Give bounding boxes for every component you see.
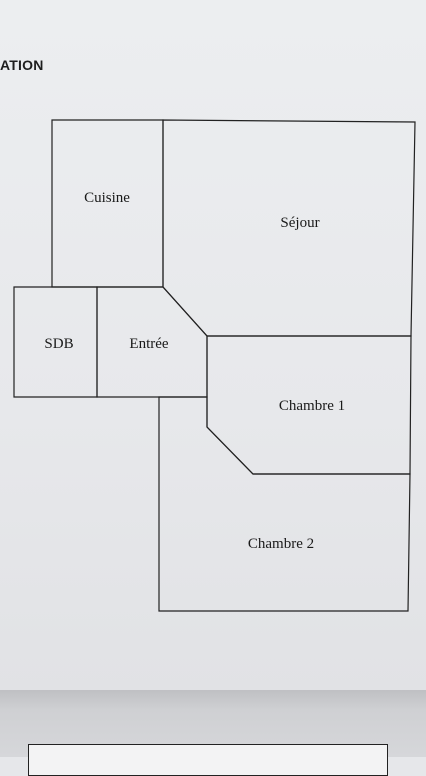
floor-plan: Cuisine Séjour SDB Entrée Chambre 1 Cham… bbox=[13, 119, 416, 612]
bottom-frame bbox=[28, 744, 388, 776]
room-label-chambre1: Chambre 1 bbox=[279, 398, 345, 414]
section-heading: ATION bbox=[0, 57, 44, 73]
room-chambre2-outline bbox=[158, 396, 411, 612]
room-label-cuisine: Cuisine bbox=[84, 190, 130, 206]
room-label-chambre2: Chambre 2 bbox=[248, 536, 314, 552]
room-label-sdb: SDB bbox=[44, 336, 73, 352]
room-label-sejour: Séjour bbox=[280, 215, 319, 231]
paper-sheet bbox=[0, 0, 426, 692]
room-label-entree: Entrée bbox=[129, 336, 168, 352]
